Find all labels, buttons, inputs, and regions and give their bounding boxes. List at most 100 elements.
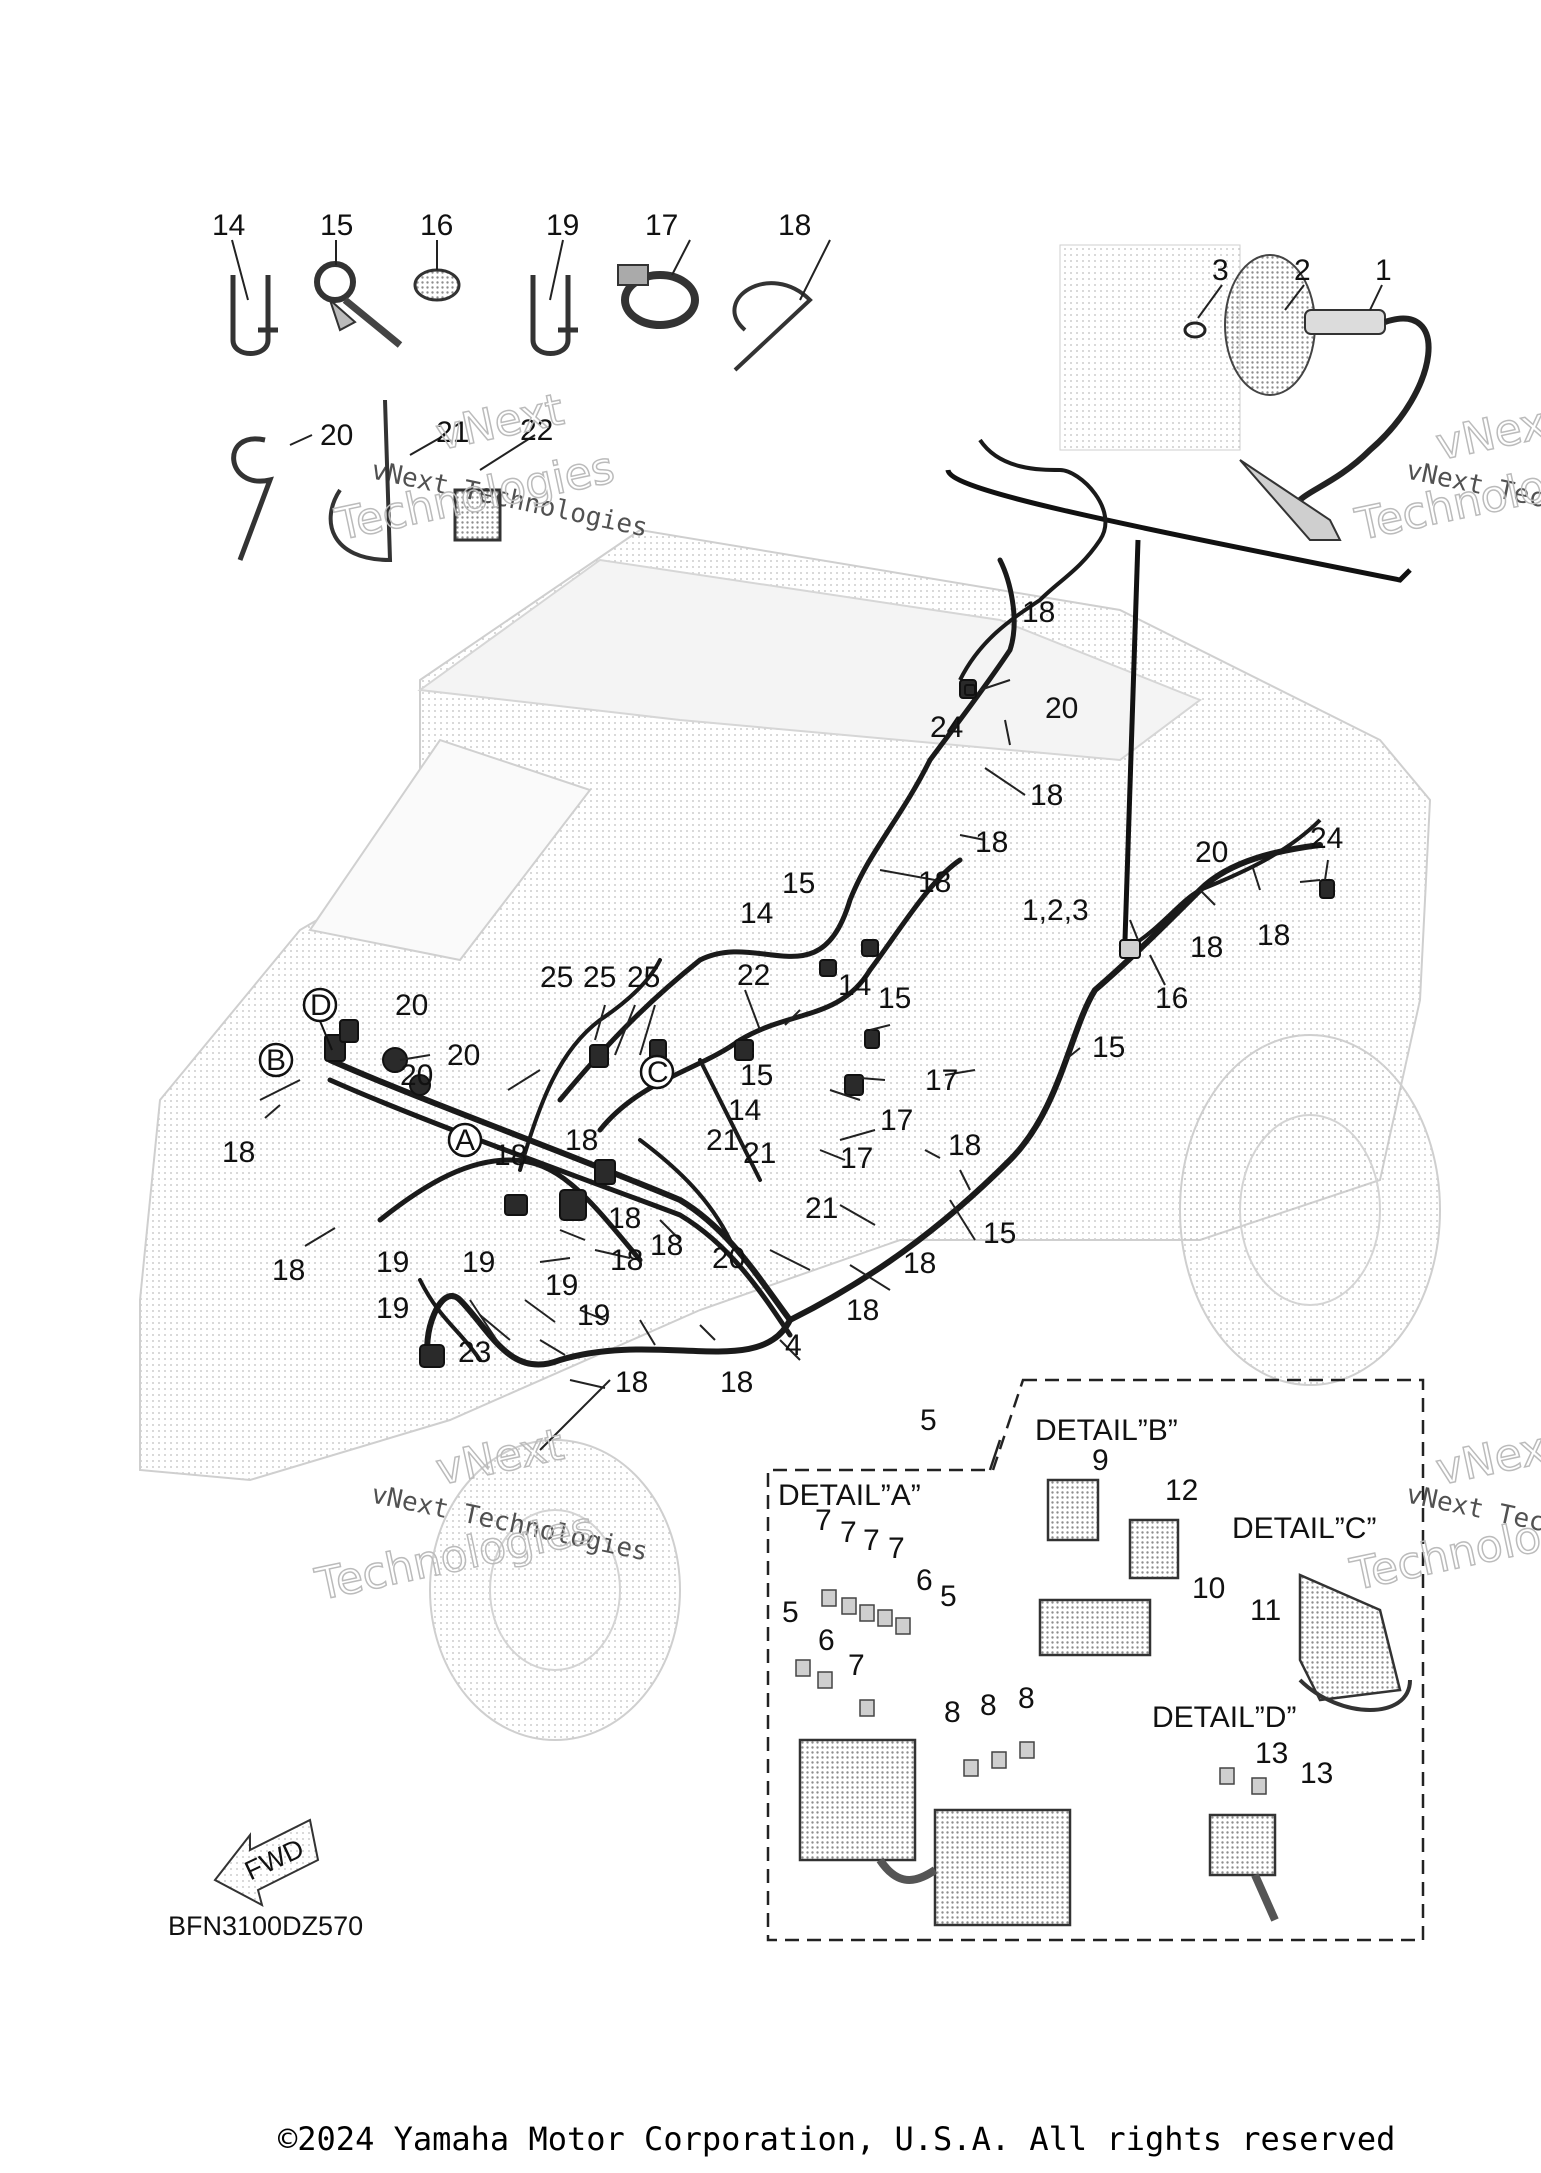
- callout-22: 22: [737, 959, 770, 992]
- callout-8: 8: [1018, 1682, 1035, 1715]
- circle-b: B: [266, 1044, 286, 1077]
- detail-a-heading: DETAIL”A”: [778, 1479, 921, 1512]
- callout-123: 1,2,3: [1022, 894, 1089, 927]
- callout-7: 7: [888, 1532, 905, 1565]
- diagram-code: BFN3100DZ570: [168, 1911, 363, 1941]
- callout-18: 18: [272, 1254, 305, 1287]
- callout-18: 18: [918, 866, 951, 899]
- detail-d-heading: DETAIL”D”: [1152, 1701, 1296, 1734]
- callout-18: 18: [1190, 931, 1223, 964]
- callout-21: 21: [805, 1192, 838, 1225]
- callout-20: 20: [712, 1242, 745, 1275]
- fwd-arrow: [213, 1818, 320, 1907]
- callout-17: 17: [925, 1064, 958, 1097]
- callout-18: 18: [494, 1139, 527, 1172]
- callout-20: 20: [395, 989, 428, 1022]
- detail-box: [766, 1378, 1425, 1942]
- callout-20: 20: [1045, 692, 1078, 725]
- callout-18: 18: [608, 1202, 641, 1235]
- copyright-notice: ©2024 Yamaha Motor Corporation, U.S.A. A…: [278, 2120, 1396, 2158]
- callout-18: 18: [903, 1247, 936, 1280]
- callout-8: 8: [944, 1696, 961, 1729]
- callout-18: 18: [222, 1136, 255, 1169]
- callout-23: 23: [458, 1336, 491, 1369]
- callout-20: 20: [400, 1059, 433, 1092]
- reference-circles: D B A C: [258, 987, 675, 1158]
- callout-18: 18: [975, 826, 1008, 859]
- sensor-inset: [945, 244, 1432, 941]
- callout-15: 15: [782, 867, 815, 900]
- callout-21: 21: [706, 1124, 739, 1157]
- callout-6: 6: [916, 1564, 933, 1597]
- callout-17: 17: [840, 1142, 873, 1175]
- callout-13: 13: [1300, 1757, 1333, 1790]
- callout-4: 4: [785, 1329, 802, 1362]
- circle-c: C: [647, 1056, 669, 1089]
- callout-20: 20: [1195, 836, 1228, 869]
- callout-7: 7: [863, 1524, 880, 1557]
- callout-8: 8: [980, 1689, 997, 1722]
- callout-24: 24: [930, 711, 963, 744]
- callout-18: 18: [650, 1229, 683, 1262]
- callout-18: 18: [1022, 596, 1055, 629]
- watermark-text: vNext: [1432, 394, 1541, 471]
- callout-18: 18: [1257, 919, 1290, 952]
- detail-headings: DETAIL”A” DETAIL”B” DETAIL”C” DETAIL”D”: [778, 1414, 1376, 1734]
- callout-14: 14: [838, 969, 871, 1002]
- callout-25: 25: [627, 961, 660, 994]
- callout-14: 14: [212, 209, 245, 242]
- callout-14: 14: [728, 1094, 761, 1127]
- callout-19: 19: [577, 1299, 610, 1332]
- callout-19: 19: [545, 1269, 578, 1302]
- callout-12: 12: [1165, 1474, 1198, 1507]
- callout-5: 5: [782, 1596, 799, 1629]
- callout-17: 17: [645, 209, 678, 242]
- callout-25: 25: [540, 961, 573, 994]
- callout-18: 18: [615, 1366, 648, 1399]
- callout-17: 17: [880, 1104, 913, 1137]
- callout-21: 21: [436, 416, 469, 449]
- callout-19: 19: [376, 1246, 409, 1279]
- callout-6: 6: [818, 1624, 835, 1657]
- callout-2: 2: [1294, 254, 1311, 287]
- callout-9: 9: [1092, 1444, 1109, 1477]
- callout-7: 7: [815, 1504, 832, 1537]
- callout-20: 20: [320, 419, 353, 452]
- callout-15: 15: [983, 1217, 1016, 1250]
- circle-d: D: [310, 989, 332, 1022]
- callout-18: 18: [948, 1129, 981, 1162]
- callout-15: 15: [1092, 1031, 1125, 1064]
- callout-5: 5: [920, 1404, 937, 1437]
- callout-16: 16: [1155, 982, 1188, 1015]
- callout-1: 1: [1375, 254, 1392, 287]
- callout-24: 24: [1310, 822, 1343, 855]
- callout-18: 18: [778, 209, 811, 242]
- callout-15: 15: [320, 209, 353, 242]
- callout-18: 18: [720, 1366, 753, 1399]
- callout-21: 21: [743, 1137, 776, 1170]
- callout-19: 19: [462, 1246, 495, 1279]
- callout-7: 7: [848, 1649, 865, 1682]
- callout-3: 3: [1212, 254, 1229, 287]
- detail-c-heading: DETAIL”C”: [1232, 1512, 1376, 1545]
- callout-16: 16: [420, 209, 453, 242]
- circle-a: A: [455, 1124, 475, 1157]
- callout-14: 14: [740, 897, 773, 930]
- callout-25: 25: [583, 961, 616, 994]
- callout-13: 13: [1255, 1737, 1288, 1770]
- callout-22: 22: [520, 414, 553, 447]
- callout-18: 18: [565, 1124, 598, 1157]
- callout-labels: 14 15 16 19 17 18 20 21 22 1 2 3 18 20 2…: [212, 209, 1392, 1790]
- callout-15: 15: [878, 982, 911, 1015]
- callout-18: 18: [1030, 779, 1063, 812]
- callout-18: 18: [610, 1244, 643, 1277]
- callout-18: 18: [846, 1294, 879, 1327]
- callout-20: 20: [447, 1039, 480, 1072]
- callout-11: 11: [1250, 1594, 1281, 1627]
- detail-b-heading: DETAIL”B”: [1035, 1414, 1178, 1447]
- callout-7: 7: [840, 1516, 857, 1549]
- watermark-text: vNext: [1432, 1419, 1541, 1496]
- callout-19: 19: [546, 209, 579, 242]
